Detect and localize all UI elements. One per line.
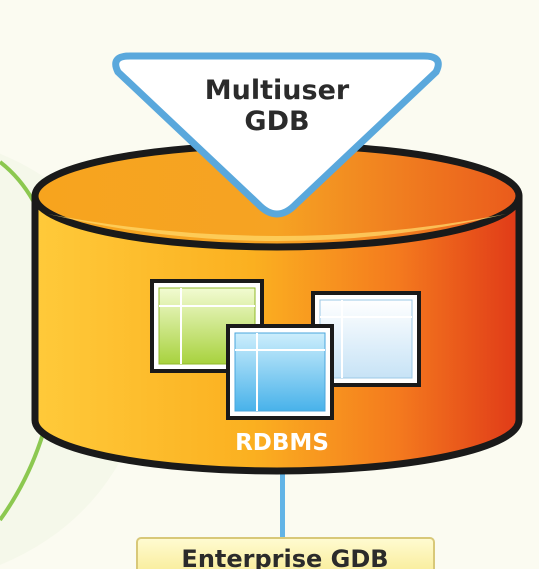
triangle-label-line1: Multiuser [205,75,350,106]
multiuser-gdb-triangle [112,52,442,218]
cylinder-label: RDBMS [235,430,329,456]
blue-connector-line [280,470,285,540]
enterprise-gdb-box: Enterprise GDB [136,537,435,569]
blue-table-icon [226,324,334,420]
triangle-label-line2: GDB [244,106,309,137]
bottom-box-label: Enterprise GDB [181,545,388,569]
white-table-icon [311,291,421,387]
